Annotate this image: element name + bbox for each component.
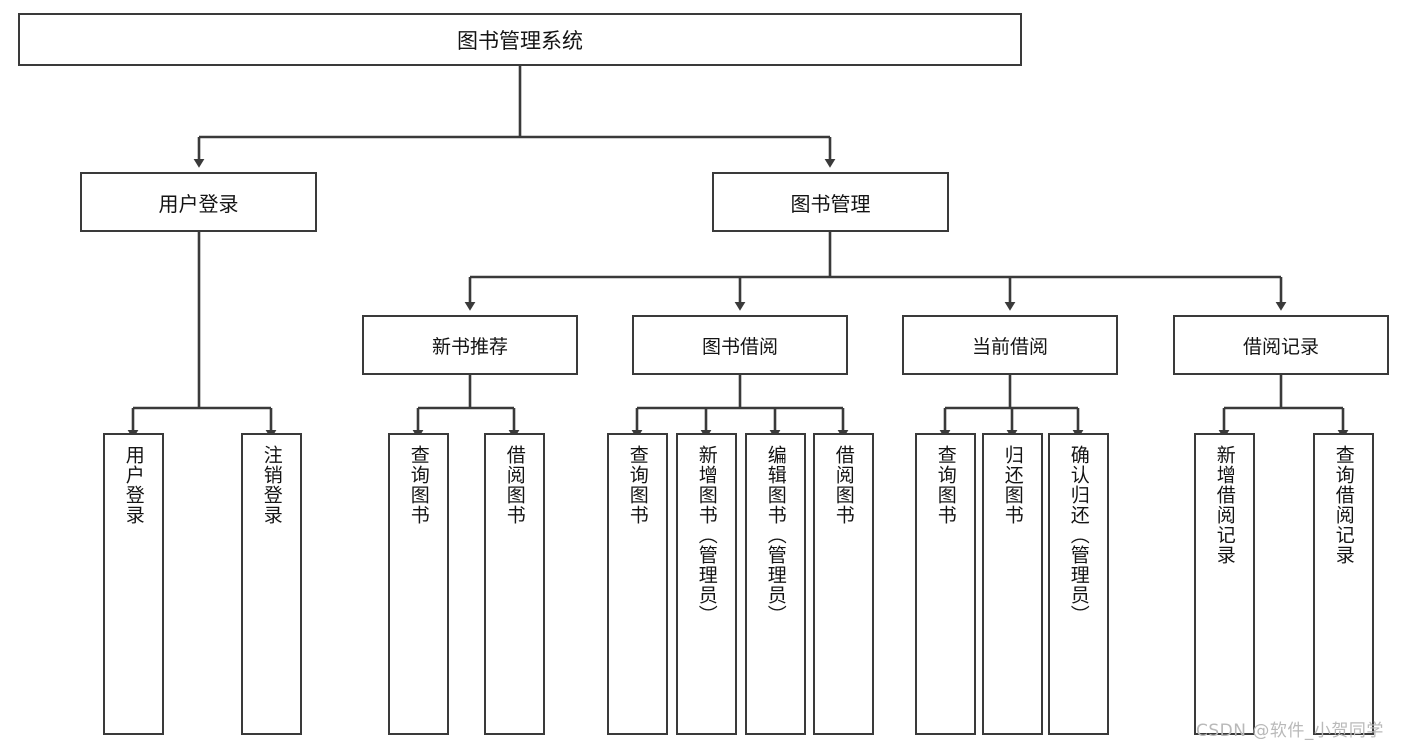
node-label: 查询图书	[934, 445, 957, 525]
node-label: 编辑图书（管理员）	[764, 445, 787, 625]
node-label: 图书管理系统	[457, 28, 583, 53]
node-label: 确认归还（管理员）	[1067, 445, 1090, 625]
node-label: 新增借阅记录	[1213, 445, 1236, 565]
node-borrow-records[interactable]: 借阅记录	[1173, 315, 1389, 375]
watermark: CSDN @软件_小贺同学	[1196, 721, 1384, 741]
leaf-borrow-book-recommend[interactable]: 借阅图书	[484, 433, 545, 735]
node-new-book-recommend[interactable]: 新书推荐	[362, 315, 578, 375]
node-label: 图书管理	[790, 191, 871, 216]
leaf-query-book[interactable]: 查询图书	[607, 433, 668, 735]
node-label: 归还图书	[1001, 445, 1024, 525]
node-label: 注销登录	[260, 445, 283, 525]
leaf-edit-book-admin[interactable]: 编辑图书（管理员）	[745, 433, 806, 735]
node-label: 借阅图书	[503, 445, 526, 525]
node-label: 借阅图书	[832, 445, 855, 525]
node-label: 查询图书	[626, 445, 649, 525]
leaf-user-login[interactable]: 用户登录	[103, 433, 164, 735]
node-label: 当前借阅	[971, 335, 1048, 358]
node-label: 查询图书	[407, 445, 430, 525]
leaf-add-borrow-record[interactable]: 新增借阅记录	[1194, 433, 1255, 735]
node-label: 用户登录	[158, 191, 239, 216]
node-label: 新书推荐	[431, 335, 508, 358]
node-user-login[interactable]: 用户登录	[80, 172, 317, 232]
node-book-borrow[interactable]: 图书借阅	[632, 315, 848, 375]
node-label: 用户登录	[122, 445, 145, 525]
leaf-add-book-admin[interactable]: 新增图书（管理员）	[676, 433, 737, 735]
node-label: 图书借阅	[701, 335, 778, 358]
node-root[interactable]: 图书管理系统	[18, 13, 1022, 66]
node-current-borrow[interactable]: 当前借阅	[902, 315, 1118, 375]
leaf-query-borrow-record[interactable]: 查询借阅记录	[1313, 433, 1374, 735]
node-label: 查询借阅记录	[1332, 445, 1355, 565]
leaf-return-book[interactable]: 归还图书	[982, 433, 1043, 735]
node-label: 新增图书（管理员）	[695, 445, 718, 625]
leaf-logout[interactable]: 注销登录	[241, 433, 302, 735]
leaf-query-book-current[interactable]: 查询图书	[915, 433, 976, 735]
leaf-confirm-return-admin[interactable]: 确认归还（管理员）	[1048, 433, 1109, 735]
leaf-borrow-book[interactable]: 借阅图书	[813, 433, 874, 735]
node-label: 借阅记录	[1242, 335, 1319, 358]
leaf-query-book-recommend[interactable]: 查询图书	[388, 433, 449, 735]
node-book-management[interactable]: 图书管理	[712, 172, 949, 232]
